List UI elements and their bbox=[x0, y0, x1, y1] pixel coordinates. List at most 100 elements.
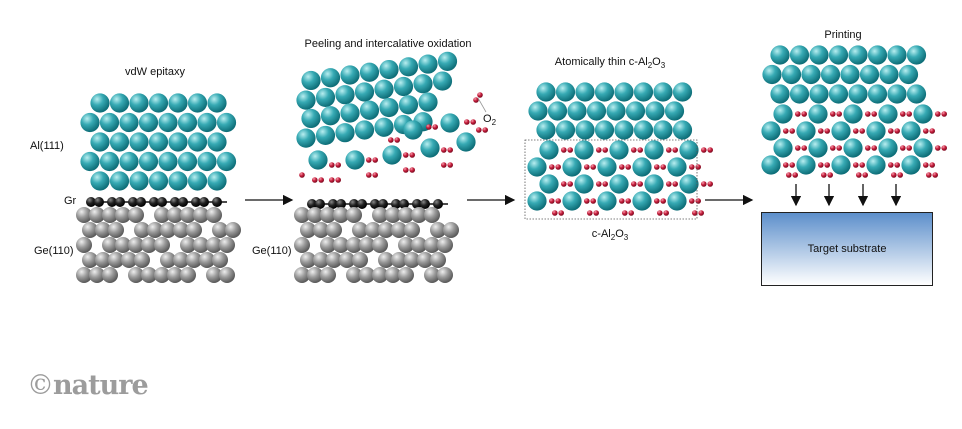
al-atom bbox=[567, 101, 587, 121]
al-atom bbox=[379, 59, 399, 80]
ge-atom bbox=[378, 222, 394, 238]
carbon-atom bbox=[178, 197, 188, 207]
al-atom bbox=[609, 174, 629, 194]
oxygen-atom bbox=[894, 128, 900, 134]
al-atom bbox=[536, 120, 556, 140]
carbon-atom bbox=[420, 199, 430, 209]
oxygen-atom bbox=[932, 172, 938, 178]
oxygen-atom bbox=[552, 210, 558, 216]
ge-atom bbox=[378, 252, 394, 268]
oxygen-atom bbox=[818, 128, 824, 134]
al-atom bbox=[148, 93, 169, 113]
al-atom bbox=[906, 45, 927, 65]
oxygen-atom bbox=[464, 119, 470, 125]
al-atom bbox=[138, 151, 159, 172]
carbon-atom bbox=[307, 199, 317, 209]
al-atom bbox=[547, 101, 568, 121]
oxygen-atom bbox=[836, 111, 842, 117]
ge-atom bbox=[154, 237, 170, 253]
al-atom bbox=[762, 64, 782, 85]
ge-atom bbox=[424, 237, 440, 253]
oxygen-atom bbox=[789, 162, 795, 168]
oxygen-atom bbox=[409, 152, 416, 158]
ge-atom bbox=[333, 207, 349, 223]
oxygen-atom bbox=[587, 210, 593, 216]
al-atom bbox=[320, 106, 341, 126]
al-atom bbox=[418, 92, 438, 112]
al-atom bbox=[340, 103, 360, 123]
ge110-label: Ge(110) bbox=[34, 245, 74, 257]
al-atom bbox=[831, 121, 851, 141]
oxygen-atom bbox=[891, 172, 897, 178]
al-atom bbox=[614, 120, 634, 140]
al-atom bbox=[99, 151, 120, 172]
oxygen-atom bbox=[561, 147, 567, 153]
al-atom bbox=[594, 120, 615, 140]
graphene-label: Gr bbox=[64, 195, 77, 207]
oxygen-atom bbox=[701, 181, 707, 187]
oxygen-atom bbox=[689, 164, 695, 170]
carbon-atom bbox=[199, 197, 209, 207]
ge-atom bbox=[313, 252, 329, 268]
oxygen-atom bbox=[862, 172, 868, 178]
al-atom bbox=[809, 45, 829, 65]
ge-atom bbox=[141, 237, 157, 253]
al-atom bbox=[109, 132, 130, 152]
carbon-atom bbox=[94, 197, 104, 207]
al-atom bbox=[527, 157, 547, 177]
ge-atom bbox=[430, 222, 446, 238]
ge-atom bbox=[294, 207, 310, 223]
al-atom bbox=[831, 155, 851, 175]
oxygen-atom bbox=[657, 210, 663, 216]
ge-atom bbox=[128, 267, 144, 283]
carbon-atom bbox=[399, 199, 409, 209]
ge-atom bbox=[154, 267, 170, 283]
oxygen-atom bbox=[441, 162, 447, 168]
al-atom bbox=[539, 174, 559, 194]
oxygen-atom bbox=[558, 210, 564, 216]
carbon-atom bbox=[107, 197, 117, 207]
oxygen-atom bbox=[871, 145, 877, 151]
al-atom bbox=[820, 64, 841, 85]
oxygen-atom bbox=[786, 172, 792, 178]
ge-atom bbox=[115, 237, 131, 253]
ge-atom bbox=[141, 267, 157, 283]
ge-atom bbox=[199, 252, 215, 268]
ge-atom bbox=[128, 207, 144, 223]
ge-atom bbox=[212, 222, 228, 238]
ge-atom bbox=[372, 237, 388, 253]
oxygen-atom bbox=[477, 92, 483, 98]
oxygen-atom bbox=[783, 128, 789, 134]
oxygen-atom bbox=[941, 111, 947, 117]
al-atom bbox=[148, 171, 169, 191]
carbon-atom bbox=[357, 199, 367, 209]
al-atom bbox=[586, 101, 607, 121]
al-atom bbox=[653, 120, 673, 140]
carbon-atom bbox=[412, 199, 422, 209]
carbon-atom bbox=[378, 199, 388, 209]
ge-atom bbox=[206, 267, 222, 283]
oxygen-atom bbox=[637, 181, 643, 187]
oxygen-atom bbox=[590, 164, 596, 170]
al-atom bbox=[536, 82, 556, 102]
al-atom bbox=[562, 157, 582, 177]
ge-atom bbox=[160, 222, 176, 238]
al-atom bbox=[432, 71, 453, 91]
peeling-title: Peeling and intercalative oxidation bbox=[304, 38, 472, 50]
oxygen-atom bbox=[707, 147, 713, 153]
o2-pointer bbox=[477, 97, 487, 113]
al-atom bbox=[354, 82, 375, 102]
ge-atom bbox=[173, 252, 189, 268]
oxygen-atom bbox=[824, 162, 830, 168]
oxygen-atom bbox=[329, 162, 335, 168]
ge110-label-2: Ge(110) bbox=[252, 245, 292, 257]
al-atom bbox=[99, 112, 120, 133]
al-atom bbox=[90, 171, 110, 191]
oxygen-atom bbox=[695, 164, 701, 170]
al-atom bbox=[301, 108, 321, 129]
al-atom bbox=[335, 85, 355, 105]
oxygen-atom bbox=[888, 128, 894, 134]
al-atom bbox=[308, 150, 328, 170]
al-atom bbox=[901, 121, 921, 141]
al-atom bbox=[867, 45, 888, 65]
